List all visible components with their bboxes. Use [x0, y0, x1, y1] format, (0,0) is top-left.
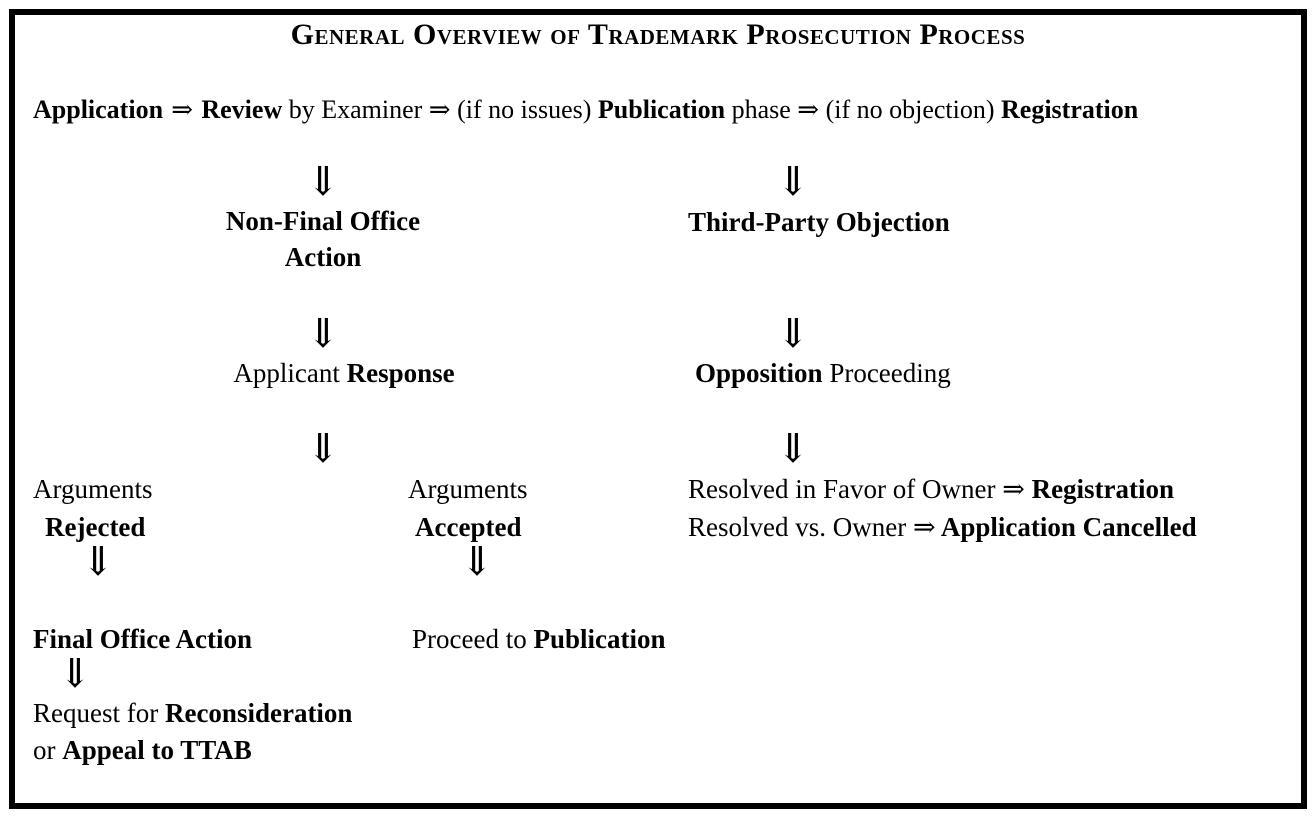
node-text: Resolved in Favor of Owner [688, 474, 1003, 504]
node-resolved-favor-owner: Resolved in Favor of Owner ⇒ Registratio… [688, 470, 1174, 509]
chart-title: General Overview of Trademark Prosecutio… [290, 18, 1026, 51]
flow-if-no-issues: (if no issues) [450, 95, 598, 124]
down-arrow-icon: ⇓ [306, 311, 340, 357]
node-text-bold: Reconsideration [164, 698, 353, 728]
flow-step-application: Application [33, 95, 164, 124]
flowchart-border [9, 9, 1307, 809]
node-non-final-office-action: Non-Final Office Action [173, 203, 473, 275]
flow-if-no-objection: (if no objection) [819, 95, 1002, 124]
node-line: Non-Final Office [225, 206, 421, 236]
node-arguments-accepted: Arguments Accepted [408, 470, 528, 546]
node-proceed-to-publication: Proceed to Publication [412, 620, 666, 658]
down-arrow-icon: ⇓ [306, 426, 340, 472]
node-line-bold: Rejected [45, 512, 146, 542]
node-text-bold: Registration [1024, 474, 1175, 504]
node-applicant-response: Applicant Response [194, 354, 494, 392]
main-flow-line: Application ⇒ Review by Examiner ⇒ (if n… [33, 92, 1138, 128]
down-arrow-icon: ⇓ [306, 159, 340, 205]
flow-step-registration: Registration [1001, 95, 1139, 124]
node-request-reconsideration-or-appeal: Request for Reconsideration or Appeal to… [33, 695, 352, 769]
node-line-bold: Accepted [415, 512, 522, 542]
flow-step-review: Review [201, 95, 283, 124]
node-text: or [33, 735, 63, 765]
node-text: Applicant [233, 358, 347, 388]
down-arrow-icon: ⇓ [81, 539, 115, 585]
node-text-bold: Opposition [695, 358, 823, 388]
down-arrow-icon: ⇓ [776, 426, 810, 472]
node-line: Arguments [408, 474, 528, 504]
node-text-bold: Response [346, 358, 455, 388]
down-arrow-icon: ⇓ [58, 651, 92, 697]
node-text: Proceeding [822, 358, 951, 388]
node-text: Request for [33, 698, 165, 728]
down-arrow-icon: ⇓ [776, 311, 810, 357]
node-text: Proceed to [412, 624, 534, 654]
flow-phase: phase [725, 95, 798, 124]
right-arrow-icon: ⇒ [428, 95, 451, 125]
right-arrow-icon: ⇒ [163, 95, 202, 125]
flow-step-publication: Publication [597, 95, 726, 124]
right-arrow-icon: ⇒ [1002, 474, 1025, 505]
node-final-office-action: Final Office Action [33, 624, 252, 654]
node-opposition-proceeding: Opposition Proceeding [695, 354, 951, 392]
right-arrow-icon: ⇒ [797, 95, 820, 125]
right-arrow-icon: ⇒ [912, 512, 936, 543]
down-arrow-icon: ⇓ [776, 159, 810, 205]
node-line: Arguments [33, 474, 153, 504]
flow-by-examiner: by Examiner [282, 95, 429, 124]
node-line: or Appeal to TTAB [33, 732, 352, 769]
node-text-bold: Application Cancelled [935, 512, 1197, 542]
node-line: Action [284, 242, 362, 272]
node-line: Request for Reconsideration [33, 695, 352, 732]
down-arrow-icon: ⇓ [460, 539, 494, 585]
node-third-party-objection: Third-Party Objection [688, 207, 950, 237]
node-text-bold: Appeal to TTAB [62, 735, 252, 765]
node-text-bold: Publication [533, 624, 666, 654]
node-resolved-vs-owner: Resolved vs. Owner ⇒ Application Cancell… [688, 508, 1197, 547]
node-text: Resolved vs. Owner [688, 512, 913, 542]
node-arguments-rejected: Arguments Rejected [33, 470, 153, 546]
